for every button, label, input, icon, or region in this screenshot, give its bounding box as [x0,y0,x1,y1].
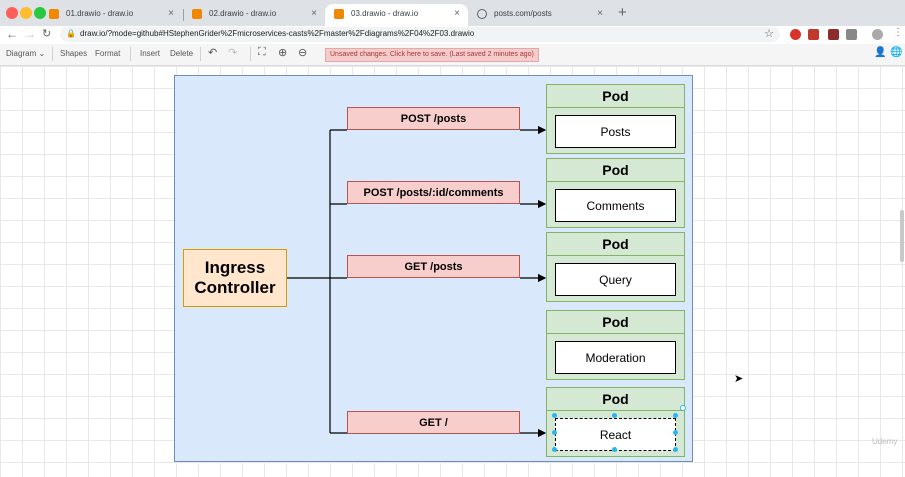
service-react[interactable]: React [555,418,676,451]
mouse-cursor-icon: ➤ [734,373,744,385]
drawio-favicon-icon [334,9,344,19]
service-comments[interactable]: Comments [555,189,676,222]
fullscreen-icon[interactable]: ⛶ [258,46,266,58]
tab-02-drawio[interactable]: 02.drawio - draw.io × [183,4,325,26]
pod-query[interactable]: Pod Query [546,232,685,302]
browser-menu-icon[interactable]: ⋮ [893,27,903,38]
route-get-root[interactable]: GET / [347,411,520,434]
drawio-favicon-icon [192,9,202,19]
extension-icon[interactable] [828,29,839,40]
url-field[interactable]: 🔒 draw.io/?mode=github#HStephenGrider%2F… [60,27,780,42]
forward-icon[interactable]: → [24,27,36,41]
resize-handle[interactable] [552,447,557,452]
bookmark-star-icon[interactable]: ☆ [764,28,774,40]
browser-tab-strip: 01.drawio - draw.io × 02.drawio - draw.i… [0,0,905,26]
vertical-scrollbar[interactable] [900,210,904,262]
resize-handle[interactable] [612,447,617,452]
pod-title: Pod [547,159,684,182]
extension-icon[interactable] [808,29,819,40]
close-tab-icon[interactable]: × [168,8,174,19]
close-tab-icon[interactable]: × [311,8,317,19]
resize-handle[interactable] [552,430,557,435]
pod-react[interactable]: Pod React [546,387,685,457]
format-button[interactable]: Format [95,49,121,58]
service-query[interactable]: Query [555,263,676,296]
diagram-menu-button[interactable]: Diagram ⌄ [6,49,46,58]
drawio-toolbar: Diagram ⌄ Shapes Format Insert Delete ↶ … [0,44,905,66]
route-post-posts[interactable]: POST /posts [347,107,520,130]
insert-button[interactable]: Insert [140,49,161,58]
shapes-button[interactable]: Shapes [60,49,88,58]
drawio-favicon-icon [49,9,59,19]
url-text: draw.io/?mode=github#HStephenGrider%2Fmi… [80,29,475,38]
address-bar-row: ← → ↻ 🔒 draw.io/?mode=github#HStephenGri… [0,26,905,45]
undo-icon[interactable]: ↶ [208,47,218,59]
zoom-in-icon[interactable]: ⊕ [278,47,288,59]
pod-title: Pod [547,388,684,411]
pod-title: Pod [547,311,684,334]
pod-title: Pod [547,85,684,108]
pod-posts[interactable]: Pod Posts [546,84,685,154]
resize-handle[interactable] [612,413,617,418]
delete-button[interactable]: Delete [170,49,194,58]
unsaved-changes-banner[interactable]: Unsaved changes. Click here to save. (La… [325,48,539,62]
close-window-button[interactable] [6,7,18,19]
close-tab-icon[interactable]: × [454,8,460,19]
route-get-posts[interactable]: GET /posts [347,255,520,278]
redo-icon[interactable]: ↷ [228,47,238,59]
zoom-out-icon[interactable]: ⊖ [298,47,308,59]
route-post-comments[interactable]: POST /posts/:id/comments [347,181,520,204]
back-icon[interactable]: ← [6,27,18,41]
language-globe-icon[interactable]: 🌐 [890,47,903,58]
udemy-watermark: Udemy [872,437,898,446]
reload-icon[interactable]: ↻ [42,28,52,40]
service-posts[interactable]: Posts [555,115,676,148]
pod-comments[interactable]: Pod Comments [546,158,685,228]
minimize-window-button[interactable] [20,7,32,19]
rotate-handle[interactable] [680,405,686,411]
globe-icon [477,9,487,19]
maximize-window-button[interactable] [34,7,46,19]
resize-handle[interactable] [673,447,678,452]
lock-icon: 🔒 [66,29,76,38]
tab-01-drawio[interactable]: 01.drawio - draw.io × [40,4,182,26]
new-tab-button[interactable]: + [618,4,627,21]
tab-03-drawio[interactable]: 03.drawio - draw.io × [325,4,468,26]
tab-posts-com[interactable]: posts.com/posts × [468,4,611,26]
resize-handle[interactable] [673,430,678,435]
pod-moderation[interactable]: Pod Moderation [546,310,685,380]
extension-icon[interactable] [790,29,801,40]
ingress-controller-box[interactable]: Ingress Controller [183,249,287,307]
resize-handle[interactable] [552,413,557,418]
user-icon[interactable]: 👤 [874,47,887,58]
service-moderation[interactable]: Moderation [555,341,676,374]
pod-title: Pod [547,233,684,256]
resize-handle[interactable] [673,413,678,418]
profile-avatar[interactable] [872,29,883,40]
close-tab-icon[interactable]: × [597,8,603,19]
extension-icon[interactable] [846,29,857,40]
